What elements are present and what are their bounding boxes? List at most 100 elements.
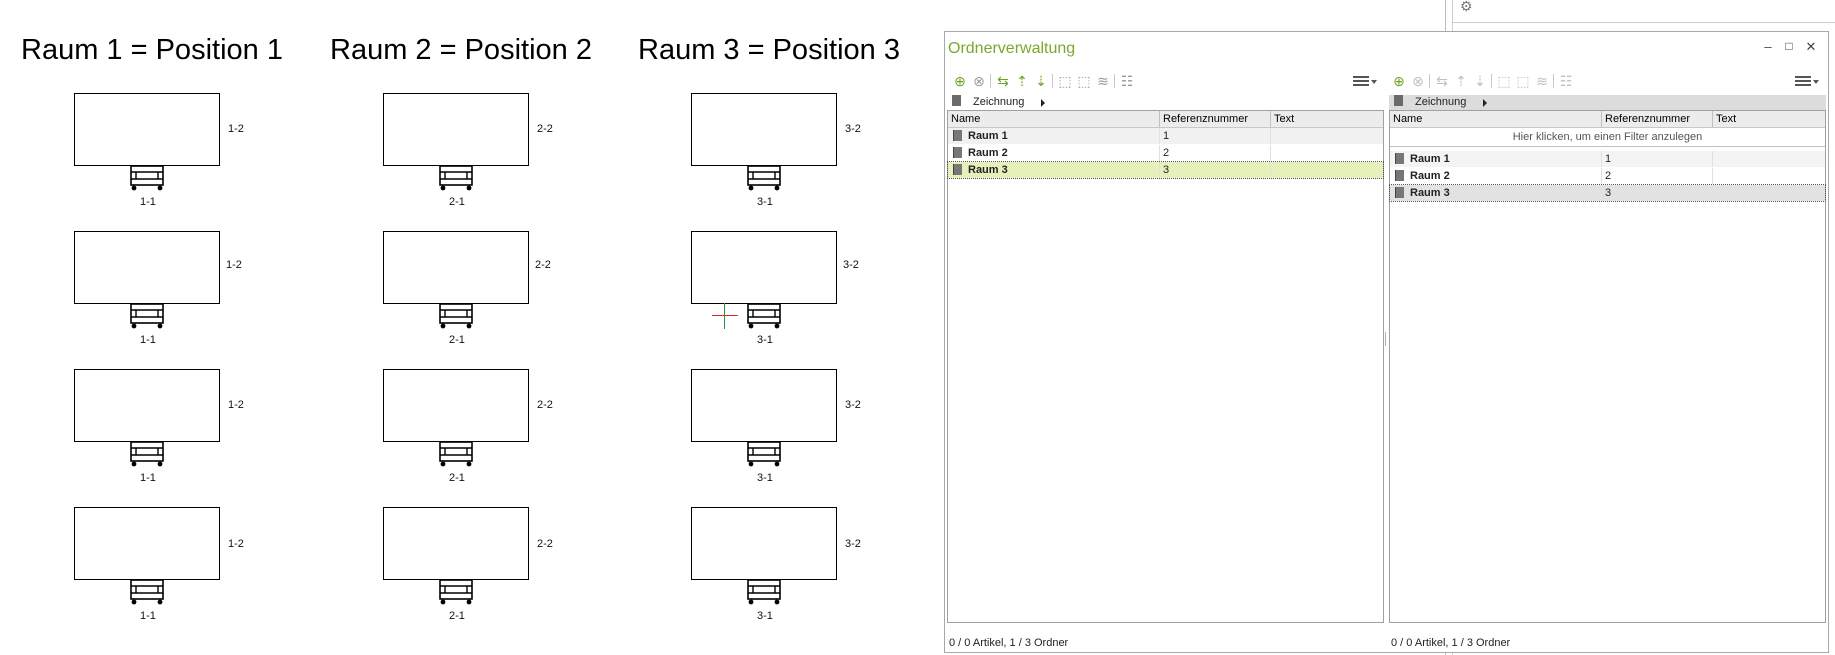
- select-area-icon[interactable]: ⬚: [1516, 73, 1530, 89]
- column-header-text[interactable]: Text: [1716, 113, 1737, 125]
- position-label: 2-2: [537, 123, 553, 135]
- tree-structure-icon[interactable]: ☷: [1120, 73, 1134, 89]
- swap-arrows-icon[interactable]: ⇆: [1436, 73, 1448, 89]
- chevron-right-icon[interactable]: [1041, 99, 1045, 107]
- room-3-title: Raum 3 = Position 3: [638, 34, 900, 66]
- sort-up-icon[interactable]: ⇡: [1016, 73, 1028, 89]
- position-label: 3-1: [757, 610, 773, 622]
- chair-icon[interactable]: [436, 442, 474, 470]
- desk[interactable]: [74, 369, 220, 442]
- layers-icon[interactable]: ≋: [1536, 73, 1548, 89]
- desk[interactable]: [383, 507, 529, 580]
- table-header: Name Referenznummer Text: [948, 111, 1383, 128]
- desk[interactable]: [691, 231, 837, 304]
- chair-icon[interactable]: [436, 580, 474, 608]
- sort-down-icon[interactable]: ⇣: [1035, 73, 1047, 89]
- desk[interactable]: [383, 93, 529, 166]
- chair-icon[interactable]: [744, 580, 782, 608]
- row-name: Raum 2: [1410, 170, 1450, 182]
- breadcrumb[interactable]: Zeichnung: [1389, 95, 1826, 110]
- plus-circle-icon[interactable]: ⊕: [1393, 73, 1405, 89]
- chevron-right-icon[interactable]: [1483, 99, 1487, 107]
- minimize-button[interactable]: –: [1764, 39, 1772, 54]
- chair-icon[interactable]: [127, 442, 165, 470]
- position-label: 1-2: [226, 259, 242, 271]
- desk[interactable]: [74, 507, 220, 580]
- desk[interactable]: [74, 93, 220, 166]
- position-label: 3-2: [845, 538, 861, 550]
- column-header-text[interactable]: Text: [1274, 113, 1295, 125]
- folder-icon: [953, 147, 962, 158]
- column-header-reference[interactable]: Referenznummer: [1605, 113, 1690, 125]
- drawing-canvas[interactable]: Raum 1 = Position 1 Raum 2 = Position 2 …: [0, 0, 940, 655]
- chair-icon[interactable]: [436, 166, 474, 194]
- column-header-name[interactable]: Name: [951, 113, 981, 125]
- gear-icon[interactable]: ⚙: [1460, 0, 1473, 14]
- desk[interactable]: [74, 231, 220, 304]
- select-area-icon[interactable]: ⬚: [1077, 73, 1091, 89]
- select-icon[interactable]: ⬚: [1497, 73, 1511, 89]
- chair-icon[interactable]: [744, 166, 782, 194]
- row-name: Raum 2: [968, 147, 1008, 159]
- sort-up-icon[interactable]: ⇡: [1455, 73, 1467, 89]
- crosshair-vertical: [724, 303, 725, 329]
- row-name: Raum 1: [968, 130, 1008, 142]
- position-label: 3-2: [843, 259, 859, 271]
- position-label: 1-1: [140, 196, 156, 208]
- column-header-name[interactable]: Name: [1393, 113, 1423, 125]
- folder-icon: [1394, 95, 1403, 106]
- column-header-reference[interactable]: Referenznummer: [1163, 113, 1248, 125]
- desk[interactable]: [691, 507, 837, 580]
- chair-icon[interactable]: [127, 166, 165, 194]
- breadcrumb[interactable]: Zeichnung: [947, 95, 1384, 110]
- table-header: Name Referenznummer Text: [1390, 111, 1825, 128]
- tree-structure-icon[interactable]: ☷: [1559, 73, 1573, 89]
- position-label: 2-1: [449, 334, 465, 346]
- maximize-button[interactable]: □: [1785, 39, 1793, 53]
- desk[interactable]: [691, 93, 837, 166]
- chair-icon[interactable]: [436, 304, 474, 332]
- position-label: 2-2: [535, 259, 551, 271]
- chair-icon[interactable]: [127, 580, 165, 608]
- right-pane: ⊕ ⊗ ⇆ ⇡ ⇣ ⬚ ⬚ ≋ ☷ Zeichnung Name Ref: [1389, 70, 1826, 652]
- select-icon[interactable]: ⬚: [1058, 73, 1072, 89]
- row-reference: 2: [1605, 170, 1612, 182]
- row-reference: 3: [1605, 187, 1612, 199]
- desk[interactable]: [383, 369, 529, 442]
- plus-circle-icon[interactable]: ⊕: [954, 73, 966, 89]
- close-button[interactable]: ✕: [1805, 39, 1817, 54]
- crosshair-horizontal: [712, 315, 738, 316]
- swap-arrows-icon[interactable]: ⇆: [997, 73, 1009, 89]
- desk[interactable]: [383, 231, 529, 304]
- folder-icon: [953, 164, 962, 175]
- window-title: Ordnerverwaltung: [948, 40, 1076, 57]
- position-label: 2-2: [537, 538, 553, 550]
- table-row[interactable]: Raum 3 3: [1389, 184, 1826, 202]
- position-label: 1-1: [140, 334, 156, 346]
- chair-icon[interactable]: [744, 442, 782, 470]
- position-label: 1-2: [228, 399, 244, 411]
- hamburger-menu-icon[interactable]: [1351, 73, 1377, 89]
- sort-down-icon[interactable]: ⇣: [1474, 73, 1486, 89]
- table-row[interactable]: Raum 2 2: [1390, 168, 1825, 184]
- position-label: 2-1: [449, 196, 465, 208]
- desk[interactable]: [691, 369, 837, 442]
- folder-icon: [1395, 170, 1404, 181]
- x-circle-icon[interactable]: ⊗: [1412, 73, 1424, 89]
- hamburger-menu-icon[interactable]: [1793, 73, 1819, 89]
- position-label: 1-1: [140, 472, 156, 484]
- position-label: 3-2: [845, 399, 861, 411]
- row-name: Raum 3: [1410, 187, 1450, 199]
- layers-icon[interactable]: ≋: [1097, 73, 1109, 89]
- position-label: 1-1: [140, 610, 156, 622]
- filter-row[interactable]: Hier klicken, um einen Filter anzulegen: [1390, 128, 1825, 147]
- x-circle-icon[interactable]: ⊗: [973, 73, 985, 89]
- chair-icon[interactable]: [744, 304, 782, 332]
- chair-icon[interactable]: [127, 304, 165, 332]
- pane-splitter[interactable]: [1385, 332, 1386, 346]
